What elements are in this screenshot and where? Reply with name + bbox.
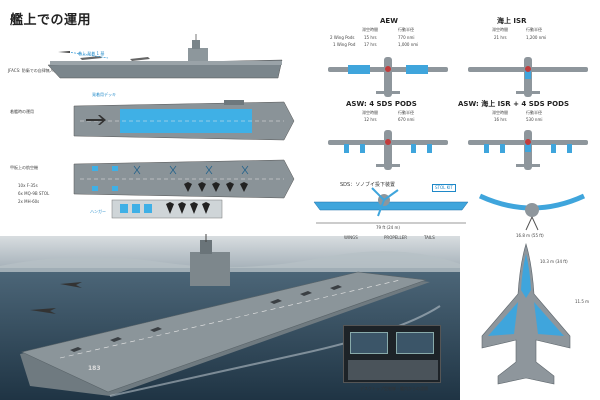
asw-aircraft-icon <box>328 130 448 170</box>
top-view-dim-wing: 10.3 m (34 ft) <box>540 259 568 264</box>
ship-side-illustration <box>47 34 283 79</box>
ship-side-callout: 着上 発着 1 基 <box>78 51 105 56</box>
aew-row2-endurance: 17 hrs <box>364 42 377 47</box>
aew-aircraft-icon <box>328 57 448 97</box>
deck-top-label: 着艦時の運用 <box>10 109 34 114</box>
aew-row1-radius: 770 nmi <box>398 35 415 40</box>
asw-title: ASW: 4 SDS PODS <box>346 100 417 108</box>
deck-parked-illustration <box>73 159 295 199</box>
asw-isr-endurance: 16 hrs <box>494 117 507 122</box>
parked-item-mq9b: 6x MQ-9B STOL <box>18 191 50 196</box>
console-inset <box>343 325 441 383</box>
sds-part-tails: TAILS <box>424 235 435 240</box>
asw-isr-col2: 行動半径 <box>526 110 542 115</box>
aew-row1-label: 2 Wing Pods <box>330 35 355 40</box>
sds-part-propeller: PROPELLER <box>384 235 408 240</box>
console-caption: デスクトップ型制御・艦内からの遠隔 <box>360 386 428 391</box>
isr-radius: 1,200 nmi <box>526 35 547 40</box>
asw-radius: 670 nmi <box>398 117 415 122</box>
deck-parked-label: 甲板上の航空機 <box>10 165 38 170</box>
deck-top-callout: 発着用デッキ <box>92 92 116 97</box>
parked-item-f35: 10x F-35s <box>18 183 38 188</box>
asw-isr-aircraft-icon <box>468 130 588 170</box>
isr-col2: 行動半径 <box>526 27 542 32</box>
asw-isr-title: ASW: 海上 ISR + 4 SDS PODS <box>458 100 569 108</box>
hangar-illustration <box>111 199 223 219</box>
page-title: 艦上での運用 <box>10 13 92 28</box>
deck-top-illustration <box>73 100 295 141</box>
aew-row2-radius: 1,000 nmi <box>398 42 419 47</box>
sds-span-line <box>316 222 466 224</box>
parked-item-mh60: 2x MH-60s <box>18 199 40 204</box>
aew-col1: 滞空時間 <box>362 27 378 32</box>
ship-side-label: JFACS: 防衛での自律無人機 <box>8 68 58 73</box>
console-desk <box>348 360 438 380</box>
sds-aircraft-side <box>313 187 469 217</box>
console-screen-right <box>396 332 434 354</box>
asw-endurance: 12 hrs <box>364 117 377 122</box>
aew-title: AEW <box>380 17 398 25</box>
sds-label: SDS：ソノブイ投下装置 <box>340 182 396 188</box>
asw-isr-radius: 530 nmi <box>526 117 543 122</box>
aew-row1-endurance: 15 hrs <box>364 35 377 40</box>
sds-part-wings: WINGS <box>344 235 358 240</box>
sds-span: 79 ft (24 m) <box>376 225 400 230</box>
top-view-dim-len: 11.5 m <box>575 299 590 304</box>
front-view-span: 16.8 m (55 ft) <box>516 233 544 238</box>
carrier-hull-number: 183 <box>88 365 101 372</box>
asw-col1: 滞空時間 <box>362 110 378 115</box>
front-view-aircraft <box>478 193 586 231</box>
top-view-fighter <box>481 242 571 385</box>
asw-isr-col1: 滞空時間 <box>492 110 508 115</box>
isr-endurance: 21 hrs <box>494 35 507 40</box>
isr-col1: 滞空時間 <box>492 27 508 32</box>
aew-row2-label: 1 Wing Pod <box>333 42 356 47</box>
isr-title: 海上 ISR <box>497 17 527 25</box>
aew-col2: 行動半径 <box>398 27 414 32</box>
hangar-label: ハンガー <box>90 209 106 214</box>
console-screen-left <box>350 332 388 354</box>
asw-col2: 行動半径 <box>398 110 414 115</box>
isr-aircraft-icon <box>468 57 588 97</box>
sds-tag: STOL KIT <box>432 184 456 192</box>
